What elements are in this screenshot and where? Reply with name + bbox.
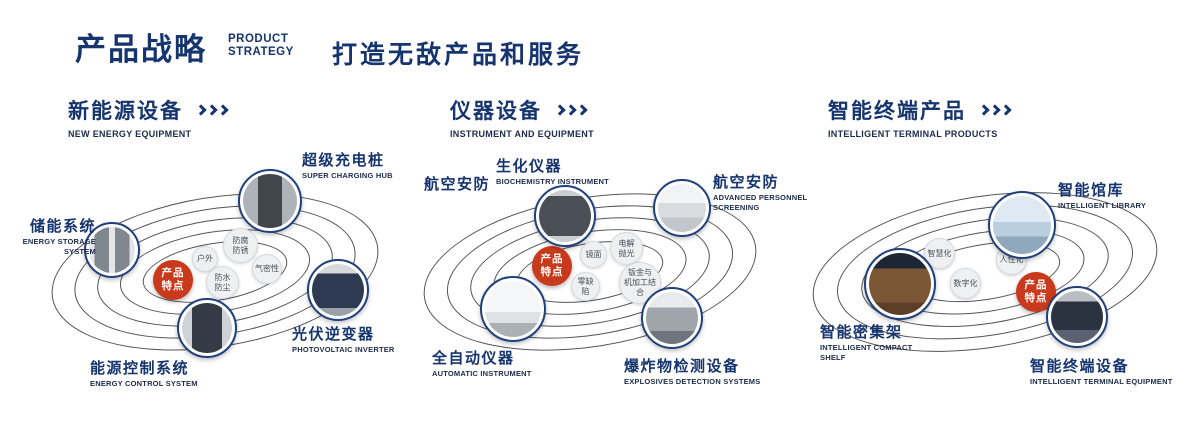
page-subtitle: 打造无敌产品和服务 (332, 41, 585, 69)
product-features-badge: 产品 特点 (153, 260, 193, 300)
section-title-en: NEW ENERGY EQUIPMENT (68, 129, 192, 139)
label-cn: 生化仪器 (496, 158, 563, 175)
label-cn: 爆炸物检测设备 (624, 358, 740, 375)
label-en: AUTOMATIC INSTRUMENT (432, 369, 532, 379)
node-intelligent-library (988, 191, 1056, 259)
label-cn: 航空安防 (713, 174, 780, 191)
section-arrows-icon (554, 101, 589, 119)
node-energy-storage-system (84, 222, 140, 278)
feature-bubble: 防水 防尘 (206, 266, 239, 299)
biochemistry-instrument-photo (539, 190, 591, 242)
page-title: 产品战略 (75, 32, 207, 67)
label-en: ENERGY CONTROL SYSTEM (90, 379, 198, 389)
label-biochemistry-instrument: 生化仪器 BIOCHEMISTRY INSTRUMENT (496, 158, 621, 187)
section-title: 仪器设备 (450, 100, 542, 123)
badge-line1: 产品 (1024, 279, 1048, 292)
node-photovoltaic-inverter (307, 259, 369, 321)
energy-control-photo (182, 303, 232, 353)
label-intelligent-compact-shelf: 智能密集架 INTELLIGENT COMPACT SHELF (820, 324, 932, 362)
node-intelligent-terminal-equipment (1046, 286, 1108, 348)
badge-line2: 特点 (1024, 292, 1048, 304)
badge-line2: 特点 (540, 266, 564, 278)
label-en: ENERGY STORAGE SYSTEM (22, 237, 96, 256)
label-en: BIOCHEMISTRY INSTRUMENT (496, 177, 609, 187)
energy-storage-photo (89, 227, 135, 273)
section-title-en: INTELLIGENT TERMINAL PRODUCTS (828, 129, 998, 139)
section-arrows-icon (978, 101, 1013, 119)
product-features-badge: 产品 特点 (532, 246, 572, 286)
intelligent-library-photo (993, 196, 1051, 254)
label-cn: 智能馆库 (1058, 182, 1125, 199)
node-super-charging-hub (238, 169, 302, 233)
feature-bubble: 镜面 (580, 241, 607, 268)
label-en: PHOTOVOLTAIC INVERTER (292, 345, 395, 355)
label-cn: 全自动仪器 (432, 350, 515, 367)
explosives-detection-photo (646, 292, 698, 344)
badge-line1: 产品 (161, 267, 185, 280)
badge-line1: 产品 (540, 253, 564, 266)
label-personnel-screening: 航空安防 ADVANCED PERSONNEL SCREENING (713, 174, 818, 212)
chevron-right-icon (576, 104, 589, 116)
label-cn: 储能系统 (29, 218, 96, 235)
section-title-en: INSTRUMENT AND EQUIPMENT (450, 129, 594, 139)
label-aviation-security: 航空安防 (424, 176, 499, 193)
label-en: INTELLIGENT LIBRARY (1058, 201, 1147, 211)
page-title-en-line1: PRODUCT (228, 33, 289, 45)
chevron-right-icon (1000, 104, 1013, 116)
intelligent-compact-shelf-photo (869, 253, 931, 315)
label-cn: 智能密集架 (820, 324, 903, 341)
feature-bubble: 气密性 (252, 254, 282, 284)
automatic-instrument-photo (485, 281, 541, 337)
feature-bubble: 零缺陷 (571, 272, 600, 301)
feature-bubble: 户外 (192, 246, 218, 272)
section-heading-intelligent-terminal: 智能终端产品 INTELLIGENT TERMINAL PRODUCTS (828, 95, 1013, 139)
feature-bubble: 电解 抛光 (610, 232, 643, 265)
label-energy-control-system: 能源控制系统 ENERGY CONTROL SYSTEM (90, 360, 240, 389)
label-super-charging-hub: 超级充电桩 SUPER CHARGING HUB (302, 152, 422, 181)
photovoltaic-inverter-photo (312, 264, 364, 316)
section-arrows-icon (195, 101, 230, 119)
badge-line2: 特点 (161, 280, 185, 292)
label-en: ADVANCED PERSONNEL SCREENING (713, 193, 808, 212)
label-intelligent-terminal-equipment: 智能终端设备 INTELLIGENT TERMINAL EQUIPMENT (1030, 358, 1190, 387)
section-title: 智能终端产品 (828, 100, 966, 123)
intelligent-terminal-photo (1051, 291, 1103, 343)
super-charging-hub-photo (243, 174, 297, 228)
label-en: EXPLOSIVES DETECTION SYSTEMS (624, 377, 761, 387)
label-cn: 智能终端设备 (1030, 358, 1130, 375)
label-photovoltaic-inverter: 光伏逆变器 PHOTOVOLTAIC INVERTER (292, 326, 422, 355)
label-en: INTELLIGENT COMPACT SHELF (820, 343, 913, 362)
diagram-instrument: 产品 特点 镜面 电解 抛光 零缺陷 钣金与 机加工结合 航空安防 生化仪器 B… (412, 158, 820, 410)
node-biochemistry-instrument (534, 185, 596, 247)
section-heading-instrument: 仪器设备 INSTRUMENT AND EQUIPMENT (450, 95, 594, 139)
label-cn: 能源控制系统 (90, 360, 190, 377)
personnel-screening-photo (658, 184, 706, 232)
feature-bubble: 防腐 防锈 (223, 228, 258, 263)
page-title-en-line2: STRATEGY (228, 46, 294, 59)
label-energy-storage-system: 储能系统 ENERGY STORAGE SYSTEM (16, 218, 96, 256)
feature-bubble: 数字化 (950, 268, 981, 299)
label-cn: 超级充电桩 (302, 152, 385, 169)
diagram-intelligent-terminal: 产品 特点 智慧化 人性化 数字化 智能馆库 INTELLIGENT LIBRA… (801, 158, 1200, 410)
node-intelligent-compact-shelf (864, 248, 936, 320)
page-title-en: PRODUCT STRATEGY (228, 33, 294, 59)
label-explosives-detection: 爆炸物检测设备 EXPLOSIVES DETECTION SYSTEMS (624, 358, 799, 387)
node-explosives-detection (641, 287, 703, 349)
label-intelligent-library: 智能馆库 INTELLIGENT LIBRARY (1058, 182, 1173, 211)
node-energy-control-system (177, 298, 237, 358)
node-personnel-screening (653, 179, 711, 237)
section-title: 新能源设备 (68, 100, 183, 123)
chevron-right-icon (217, 104, 230, 116)
label-en: INTELLIGENT TERMINAL EQUIPMENT (1030, 377, 1173, 387)
diagram-new-energy: 产品 特点 户外 防腐 防锈 防水 防尘 气密性 超级充电桩 SUPER CHA… (20, 152, 422, 410)
label-en: SUPER CHARGING HUB (302, 171, 393, 181)
section-heading-new-energy: 新能源设备 NEW ENERGY EQUIPMENT (68, 95, 230, 139)
label-cn: 光伏逆变器 (292, 326, 375, 343)
label-cn: 航空安防 (424, 176, 491, 193)
node-automatic-instrument (480, 276, 546, 342)
label-automatic-instrument: 全自动仪器 AUTOMATIC INSTRUMENT (432, 350, 567, 379)
